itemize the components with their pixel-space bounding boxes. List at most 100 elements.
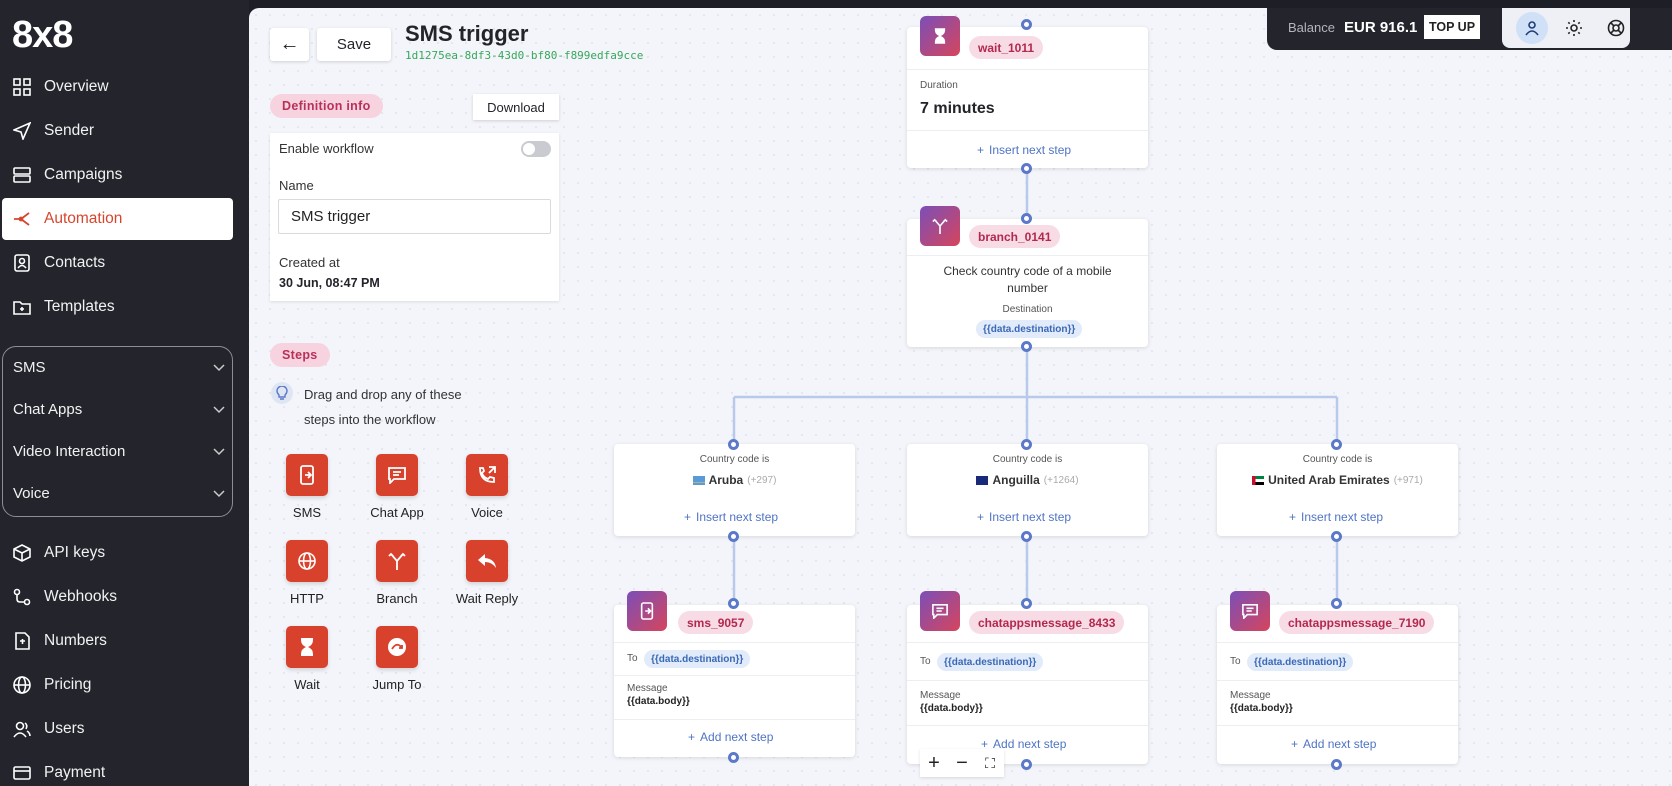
connector-dot[interactable] xyxy=(1331,439,1342,450)
connector-dot[interactable] xyxy=(1021,341,1032,352)
connector-dot[interactable] xyxy=(1331,759,1342,770)
node-condition-uae[interactable]: Country code is United Arab Emirates (+9… xyxy=(1217,444,1458,536)
condition-label: Country code is xyxy=(992,454,1063,465)
user-icon[interactable] xyxy=(1516,12,1548,44)
connector-dot[interactable] xyxy=(1021,759,1032,770)
country-code: (+971) xyxy=(1393,474,1423,486)
insert-next-step[interactable]: +Insert next step xyxy=(977,510,1071,524)
phone-icon xyxy=(466,454,508,496)
insert-next-step[interactable]: +Insert next step xyxy=(1289,510,1383,524)
nav-item-overview[interactable]: Overview xyxy=(2,66,233,108)
step-voice[interactable]: Voice xyxy=(442,454,532,520)
group-label: SMS xyxy=(13,358,46,376)
gear-icon[interactable] xyxy=(1558,12,1590,44)
nav-item-users[interactable]: Users xyxy=(2,708,233,750)
back-button[interactable]: ← xyxy=(270,28,309,61)
name-field[interactable] xyxy=(278,199,551,234)
connector-dot[interactable] xyxy=(728,439,739,450)
node-condition-aruba[interactable]: Country code is Aruba (+297) +Insert nex… xyxy=(614,444,855,536)
enable-workflow-label: Enable workflow xyxy=(279,141,374,156)
balance-value: EUR 916.1 xyxy=(1344,19,1418,36)
node-tag: chatappsmessage_8433 xyxy=(969,611,1125,634)
plus-icon: + xyxy=(684,510,692,524)
step-sms[interactable]: SMS xyxy=(262,454,352,520)
created-at-value: 30 Jun, 08:47 PM xyxy=(279,276,380,290)
connector-dot[interactable] xyxy=(728,752,739,763)
nav-item-pricing[interactable]: Pricing xyxy=(2,664,233,706)
condition-label: Country code is xyxy=(1302,454,1373,465)
nav-item-templates[interactable]: Templates xyxy=(2,286,233,328)
steps-hint: Drag and drop any of these steps into th… xyxy=(304,387,462,427)
node-wait[interactable]: wait_1011 Duration 7 minutes +Insert nex… xyxy=(907,16,1148,168)
step-branch[interactable]: Branch xyxy=(352,540,442,606)
brand-logo: 8x8 xyxy=(12,14,73,56)
node-chatapps-7190[interactable]: chatappsmessage_7190 To {{data.destinati… xyxy=(1217,591,1458,764)
grid-icon xyxy=(12,77,32,97)
message-value: {{data.body}} xyxy=(920,703,983,714)
sms-icon xyxy=(286,454,328,496)
node-chatapps-8433[interactable]: chatappsmessage_8433 To {{data.destinati… xyxy=(907,591,1148,764)
step-http[interactable]: HTTP xyxy=(262,540,352,606)
connector-dot[interactable] xyxy=(1331,598,1342,609)
nav-item-payment[interactable]: Payment xyxy=(2,752,233,786)
plus-icon: + xyxy=(981,737,989,751)
nav-label: Sender xyxy=(44,122,94,139)
enable-workflow-toggle[interactable] xyxy=(521,141,551,157)
connector-dot[interactable] xyxy=(1021,439,1032,450)
group-video-interaction[interactable]: Video Interaction xyxy=(13,431,225,471)
fit-view-button[interactable]: ⛶ xyxy=(985,754,995,771)
add-next-step[interactable]: +Add next step xyxy=(1291,737,1376,751)
connector-dot[interactable] xyxy=(1021,213,1032,224)
step-wait-reply[interactable]: Wait Reply xyxy=(442,540,532,606)
connector-dot[interactable] xyxy=(1021,163,1032,174)
step-wait[interactable]: Wait xyxy=(262,626,352,692)
nav-item-automation[interactable]: Automation xyxy=(2,198,233,240)
connector-dot[interactable] xyxy=(1331,531,1342,542)
nav-item-campaigns[interactable]: Campaigns xyxy=(2,154,233,196)
step-jump-to[interactable]: Jump To xyxy=(352,626,442,692)
connector-dot[interactable] xyxy=(1021,531,1032,542)
connector-dot[interactable] xyxy=(1021,19,1032,30)
save-button[interactable]: Save xyxy=(317,28,391,61)
nav-label: Automation xyxy=(44,210,123,227)
node-sms[interactable]: sms_9057 To {{data.destination}} Message… xyxy=(614,591,855,757)
chevron-down-icon xyxy=(213,401,225,418)
cube-icon xyxy=(12,543,32,563)
condition-value: Aruba (+297) xyxy=(614,473,855,487)
step-label: Voice xyxy=(471,505,503,520)
nav-item-numbers[interactable]: Numbers xyxy=(2,620,233,662)
group-chat-apps[interactable]: Chat Apps xyxy=(13,389,225,429)
top-up-button[interactable]: TOP UP xyxy=(1424,15,1480,39)
country-code: (+1264) xyxy=(1043,474,1079,486)
divider xyxy=(907,680,1148,681)
group-sms[interactable]: SMS xyxy=(13,347,225,387)
nav-label: Contacts xyxy=(44,254,106,271)
connector-dot[interactable] xyxy=(728,531,739,542)
group-voice[interactable]: Voice xyxy=(13,473,225,513)
zoom-out-button[interactable]: − xyxy=(956,751,968,774)
download-button[interactable]: Download xyxy=(473,94,559,120)
add-next-step[interactable]: +Add next step xyxy=(981,737,1066,751)
node-condition-anguilla[interactable]: Country code is Anguilla (+1264) +Insert… xyxy=(907,444,1148,536)
nav-item-api-keys[interactable]: API keys xyxy=(2,532,233,574)
node-tag: branch_0141 xyxy=(969,225,1061,248)
nav-label: Webhooks xyxy=(44,588,117,605)
connector-dot[interactable] xyxy=(728,598,739,609)
to-variable: {{data.destination}} xyxy=(1247,653,1354,671)
step-chat-app[interactable]: Chat App xyxy=(352,454,442,520)
add-next-step[interactable]: +Add next step xyxy=(688,730,773,744)
nav-item-webhooks[interactable]: Webhooks xyxy=(2,576,233,618)
nav-item-sender[interactable]: Sender xyxy=(2,110,233,152)
chat-icon xyxy=(376,454,418,496)
numbers-icon xyxy=(12,631,32,651)
nav-item-contacts[interactable]: Contacts xyxy=(2,242,233,284)
node-branch[interactable]: branch_0141 Check country code of a mobi… xyxy=(907,206,1148,347)
plus-icon: + xyxy=(1289,510,1297,524)
to-variable: {{data.destination}} xyxy=(644,650,751,668)
insert-next-step[interactable]: +Insert next step xyxy=(684,510,778,524)
zoom-in-button[interactable]: + xyxy=(928,751,940,774)
chevron-down-icon xyxy=(213,359,225,376)
insert-next-step[interactable]: +Insert next step xyxy=(977,143,1071,157)
help-icon[interactable] xyxy=(1600,12,1632,44)
connector-dot[interactable] xyxy=(1021,598,1032,609)
